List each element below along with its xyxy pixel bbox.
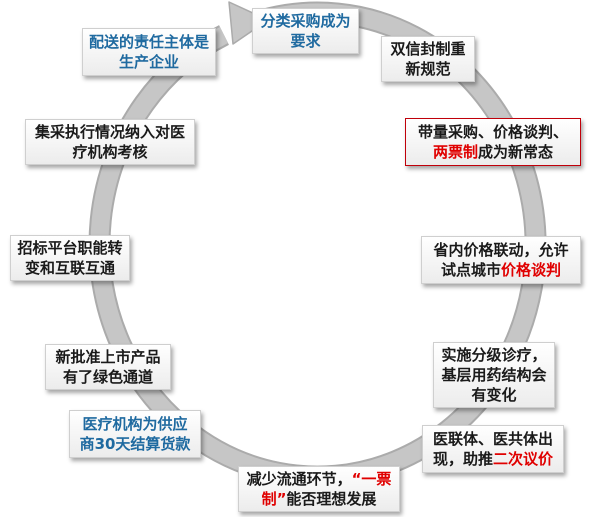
box-distribution-responsibility: 配送的责任主体是生产企业: [82, 28, 216, 76]
box-bidding-platform: 招标平台职能转变和互联互通: [10, 235, 130, 281]
box-30-day-settlement: 医疗机构为供应商30天结算货款: [69, 410, 201, 458]
box-classified-procurement: 分类采购成为要求: [252, 8, 359, 54]
box-price-linkage: 省内价格联动，允许试点城市价格谈判: [421, 236, 581, 284]
box-reduce-circulation: 减少流通环节，“一票制”能否理想发展: [238, 466, 400, 512]
box-procurement-assessment: 集采执行情况纳入对医疗机构考核: [25, 119, 195, 165]
box-green-channel: 新批准上市产品有了绿色通道: [45, 344, 171, 390]
box-medical-alliance: 医联体、医共体出现，助推二次议价: [422, 425, 564, 473]
ring-arrowhead: [228, 1, 269, 45]
box-double-envelope: 双信封制重新规范: [381, 36, 475, 82]
box-tiered-diagnosis: 实施分级诊疗，基层用药结构会有变化: [433, 342, 555, 408]
box-volume-procurement: 带量采购、价格谈判、两票制成为新常态: [405, 118, 581, 166]
